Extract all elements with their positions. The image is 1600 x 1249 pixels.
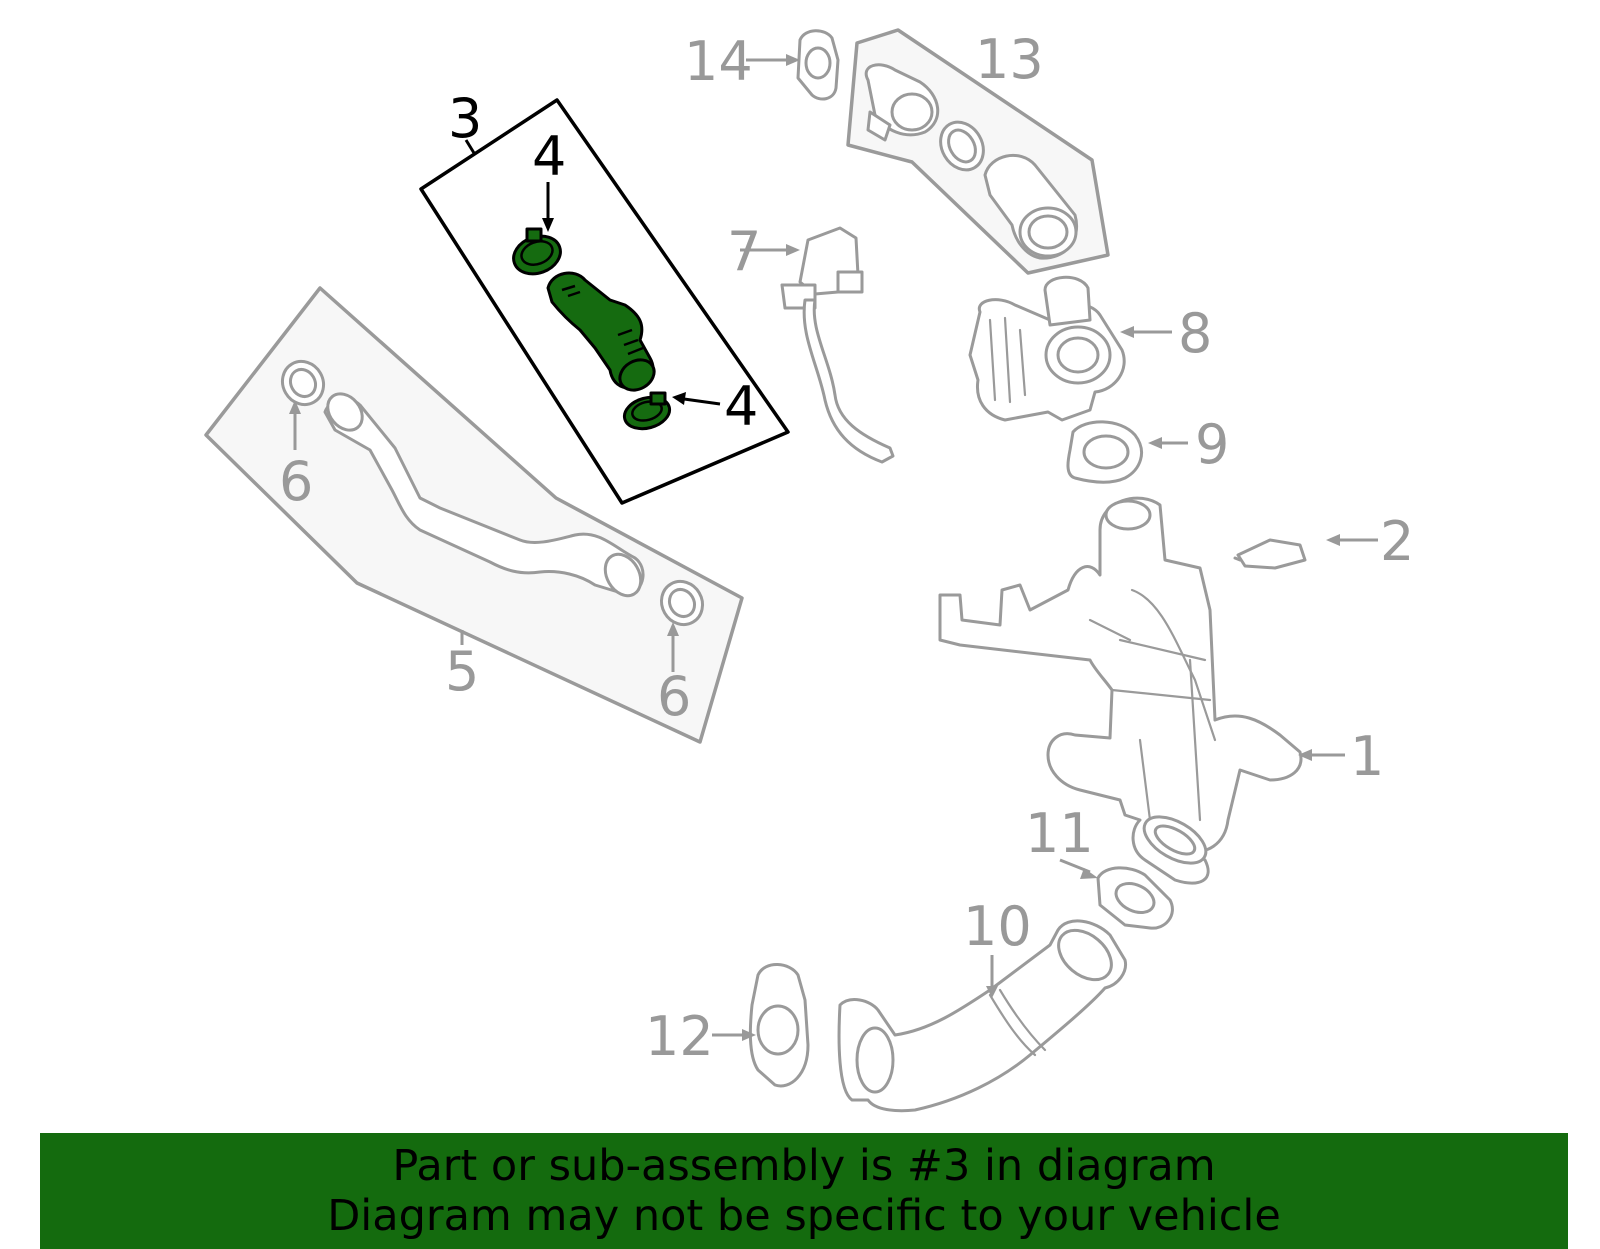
callout-7: 7 [727,220,761,283]
part-13-clamp [939,120,985,172]
callout-14: 14 [684,30,753,93]
part-5-group[interactable] [204,286,744,744]
callout-3: 3 [448,87,482,150]
callout-4-lower: 4 [724,375,758,438]
part-5-hose [323,392,645,598]
part-2-sensor[interactable] [1233,534,1378,570]
callout-5: 5 [445,640,479,703]
part-7-sensor[interactable] [740,226,895,464]
callout-6-upper: 6 [279,450,313,513]
callout-2: 2 [1380,510,1414,573]
callout-10: 10 [963,895,1032,958]
callout-1: 1 [1350,725,1384,788]
part-9-gasket[interactable] [1066,420,1188,484]
banner-line-1: Part or sub-assembly is #3 in diagram [392,1141,1216,1191]
part-14-gasket[interactable] [746,29,840,101]
part-8-valve[interactable] [968,275,1172,422]
part-3-hose [546,271,656,392]
part-12-gasket[interactable] [712,963,810,1088]
part-11-gasket[interactable] [1059,858,1174,930]
callout-9: 9 [1195,413,1229,476]
part-13-pipe [983,154,1078,260]
callout-8: 8 [1178,302,1212,365]
part-3-group[interactable] [419,98,790,505]
callout-4-upper: 4 [532,125,566,188]
part-13-housing [864,63,940,142]
part-6-clamp-lower [659,579,705,627]
callout-6-lower: 6 [657,665,691,728]
part-4-clamp-upper [512,227,562,276]
part-1-cooler[interactable] [938,496,1345,885]
callout-11: 11 [1025,802,1094,865]
banner-line-2: Diagram may not be specific to your vehi… [327,1191,1281,1241]
info-banner: Part or sub-assembly is #3 in diagram Di… [40,1133,1568,1249]
callout-13: 13 [975,28,1044,91]
part-6-clamp-upper [280,359,326,407]
part-10-pipe[interactable] [837,919,1128,1113]
part-4-clamp-lower [622,391,672,431]
callout-12: 12 [645,1005,714,1068]
part-13-group[interactable] [846,28,1110,275]
